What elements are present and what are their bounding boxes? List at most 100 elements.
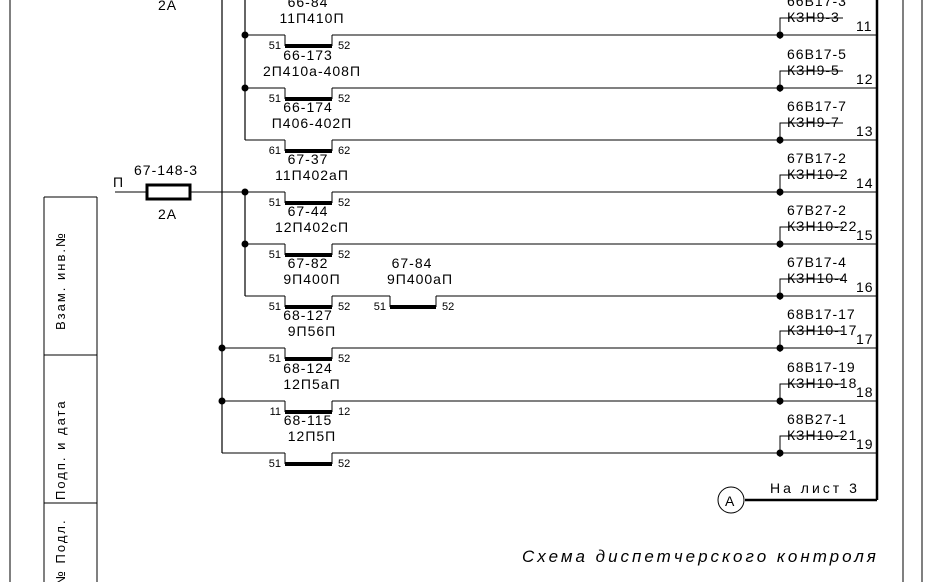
terminal-label: КЗН10-18: [787, 375, 857, 391]
contact-code: П406-402П: [272, 115, 353, 131]
contact-pin-out: 52: [338, 458, 350, 470]
sheet-reference: На лист 3: [770, 480, 860, 496]
contact-code: 9П56П: [288, 323, 336, 339]
contact-code: 12П402сП: [275, 219, 349, 235]
contact-pin-out: 52: [338, 93, 350, 105]
terminal-number: 12: [856, 71, 874, 87]
terminal-bracket: [779, 330, 843, 352]
terminal-ref: 68В27-1: [787, 411, 847, 427]
junction-dot: [218, 397, 226, 405]
contact-code: 11П410П: [279, 10, 344, 26]
sheet-title: Схема диспетчерского контроля: [522, 547, 879, 566]
terminal-number: 18: [856, 384, 874, 400]
terminal-label: КЗН10-4: [787, 270, 849, 286]
stamp-signature-date: Подп. и дата: [53, 399, 68, 500]
contact-ref: 66-173: [283, 47, 333, 63]
terminal-number: 13: [856, 123, 874, 139]
terminal-ref: 66В17-3: [787, 0, 847, 9]
junction-dot: [218, 344, 226, 352]
terminal-bracket: [779, 70, 843, 92]
terminal-bracket: [779, 226, 843, 248]
contact-code: 2П410а-408П: [263, 63, 361, 79]
contact-ref: 68-124: [283, 360, 333, 376]
terminal-label: КЗН9-7: [787, 114, 840, 130]
contact-pin-out: 52: [338, 301, 350, 313]
contact-pin-out: 52: [442, 301, 454, 313]
contact-code: 12П5П: [288, 428, 336, 444]
terminal-ref: 68В17-19: [787, 359, 856, 375]
junction-dot: [241, 31, 249, 39]
terminal-bracket: [779, 278, 843, 300]
contact-pin-in: 51: [269, 40, 281, 52]
terminal-bracket: [779, 17, 843, 39]
contact-pin-in: 51: [269, 249, 281, 261]
terminal-ref: 67В17-4: [787, 254, 847, 270]
contact-pin-in: 51: [269, 93, 281, 105]
terminal-number: 16: [856, 279, 874, 295]
contact-code: 9П400П: [283, 271, 340, 287]
terminal-bracket: [779, 435, 843, 457]
contact-pin-in: 51: [269, 301, 281, 313]
contact-pin-out: 52: [338, 40, 350, 52]
junction-dot: [241, 240, 249, 248]
contact-pin-in: 51: [269, 458, 281, 470]
stamp-original-sign: № Подл.: [53, 518, 68, 582]
fuse-phase-label: П: [113, 174, 124, 190]
contact-ref: 66-84: [288, 0, 329, 10]
terminal-bracket: [779, 383, 843, 405]
terminal-number: 19: [856, 436, 874, 452]
terminal-bracket: [779, 174, 843, 196]
junction-dot: [241, 84, 249, 92]
contact-pin-in: 51: [269, 197, 281, 209]
fuse-symbol: [145, 183, 192, 201]
contact-ref: 66-174: [283, 99, 333, 115]
terminal-ref: 67В17-2: [787, 150, 847, 166]
contact-code: 11П402аП: [275, 167, 349, 183]
contact-ref: 67-44: [288, 203, 329, 219]
terminal-label: КЗН10-2: [787, 166, 849, 182]
contact-pin-out: 52: [338, 353, 350, 365]
contact-ref: 67-84: [392, 255, 433, 271]
contact-pin-in: 51: [374, 301, 386, 313]
contact-ref: 67-82: [288, 255, 329, 271]
contact-ref: 68-127: [283, 307, 333, 323]
fuse-ref: 67-148-3: [134, 162, 198, 178]
contact-pin-in: 61: [269, 145, 281, 157]
contact-code: 12П5аП: [283, 376, 340, 392]
terminal-ref: 68В17-17: [787, 306, 856, 322]
sheet-frame: [9, 0, 923, 582]
terminal-label: КЗН10-17: [787, 322, 857, 338]
junction-dot: [241, 188, 249, 196]
terminal-label: КЗН10-22: [787, 218, 857, 234]
terminal-number: 14: [856, 175, 874, 191]
buses: [221, 0, 879, 502]
terminal-number: 15: [856, 227, 874, 243]
terminal-number: 11: [856, 18, 873, 34]
terminal-label: КЗН9-5: [787, 62, 840, 78]
fuse-top-rating: 2А: [158, 0, 177, 13]
terminal-ref: 67В27-2: [787, 202, 847, 218]
terminal-bracket: [779, 122, 843, 144]
contact-ref: 67-37: [288, 151, 329, 167]
sheet-connector-marker: А: [725, 493, 735, 509]
contact-pin-out: 52: [338, 197, 350, 209]
contact-code: 9П400аП: [387, 271, 453, 287]
contact-pin-in: 51: [269, 353, 281, 365]
contact-pin-out: 52: [338, 249, 350, 261]
fuse-rating: 2А: [158, 206, 177, 222]
contact-ref: 68-115: [284, 412, 333, 428]
sheet-connector-circle: [717, 486, 745, 514]
terminal-ref: 66В17-5: [787, 46, 847, 62]
contact-pin-in: 11: [270, 406, 281, 418]
